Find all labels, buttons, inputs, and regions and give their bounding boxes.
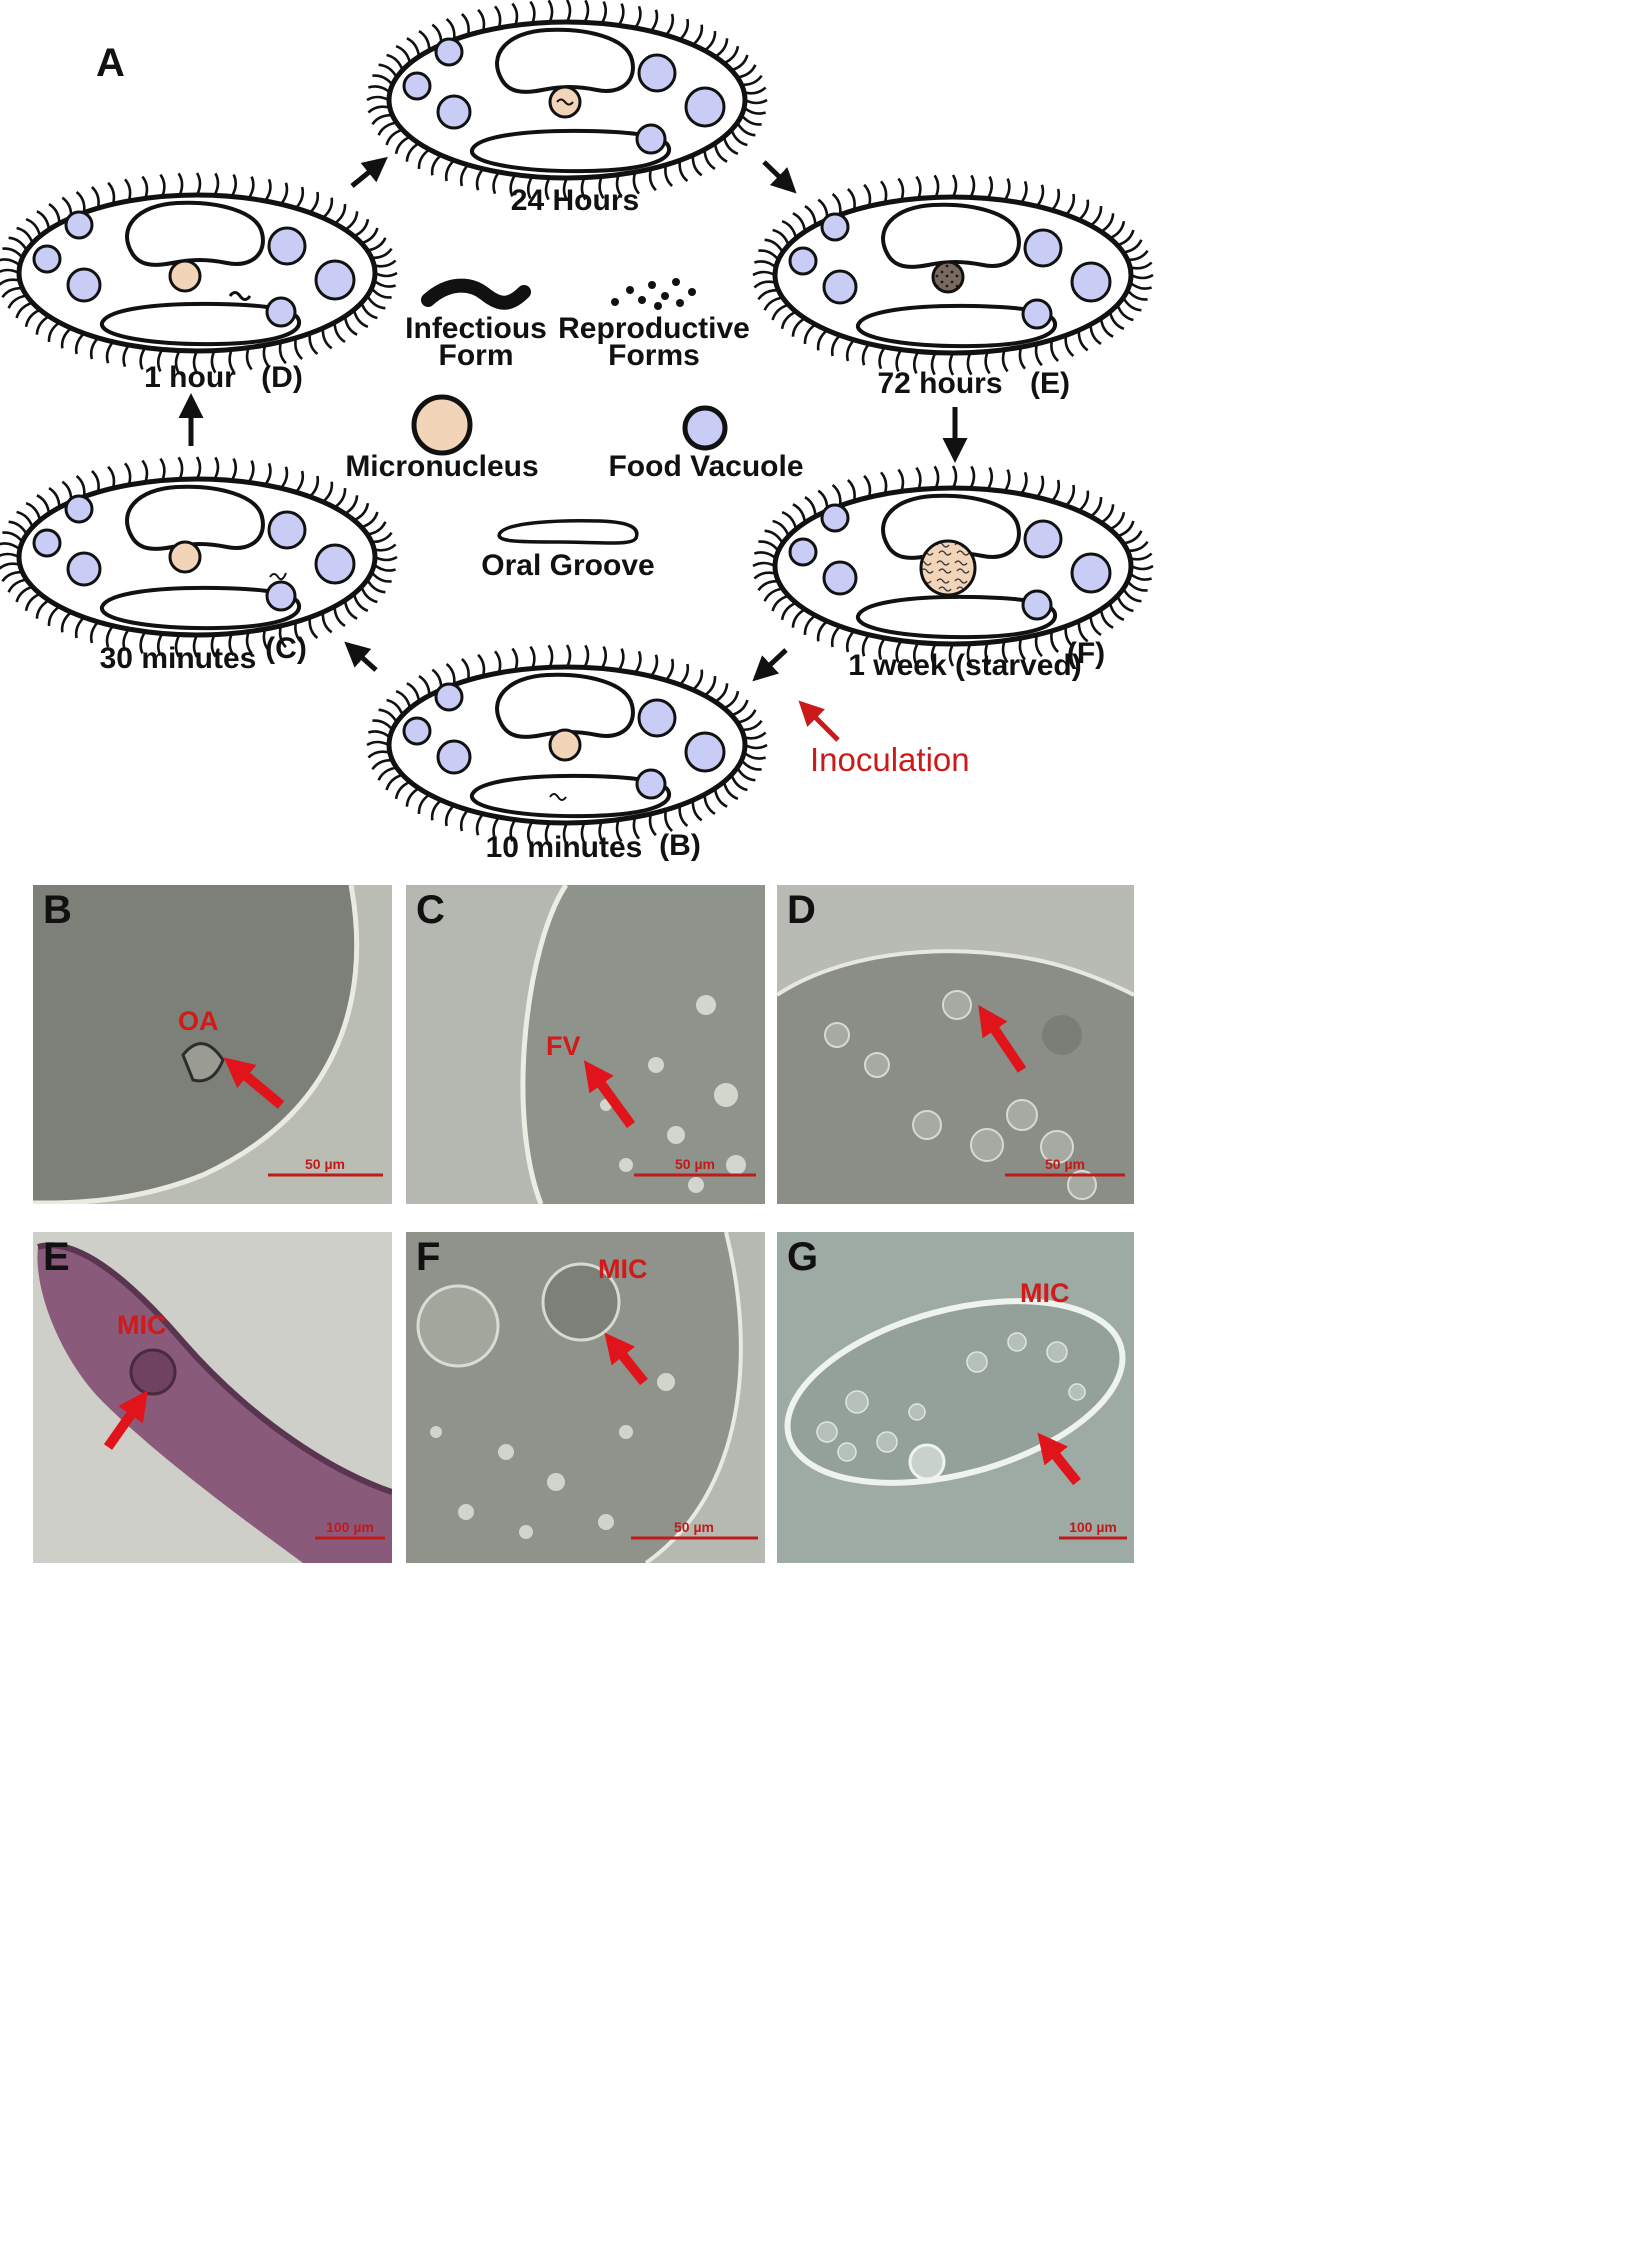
micrograph-c-annotation: FV [546, 1031, 581, 1061]
micronucleus-icon [168, 259, 202, 293]
food-vacuole-legend-icon [682, 405, 728, 451]
micrograph-g-annotation: MIC [1020, 1278, 1070, 1308]
stage-cell-24h: 24 Hours [366, 0, 768, 217]
micrograph-b-letter: B [43, 888, 72, 932]
life-cycle-diagram: A 24 Hours 1 hour (D) 72 hours (E) 30 mi… [0, 0, 1154, 864]
inoculation-arrow-icon [798, 700, 840, 742]
panel-a-label: A [96, 41, 125, 85]
legend-reproductive-line1: Reproductive [558, 312, 750, 345]
arrow-icon [350, 156, 388, 188]
arrow-icon [344, 641, 378, 672]
arrow-icon [762, 160, 797, 194]
stage-time-72h: 72 hours [877, 367, 1002, 400]
infectious-form-icon [421, 278, 531, 310]
micronucleus-icon [168, 540, 202, 574]
stage-time-1h: 1 hour [144, 361, 236, 394]
micrograph-d-scale: 50 µm [1045, 1156, 1085, 1172]
stage-time-24h: 24 Hours [511, 184, 639, 217]
legend-oral-groove: Oral Groove [481, 549, 654, 582]
micrograph-e-letter: E [43, 1235, 70, 1279]
micrograph-c: C FV 50 µm [406, 885, 765, 1204]
stage-cell-10m: 10 minutes (B) [366, 644, 768, 864]
micrograph-b-scale: 50 µm [305, 1156, 345, 1172]
cycle-arrows [178, 156, 968, 742]
legend-food-vacuole: Food Vacuole [608, 450, 803, 483]
micrograph-f-scale: 50 µm [674, 1519, 714, 1535]
micrograph-f-annotation: MIC [598, 1254, 648, 1284]
micrograph-e-scale: 100 µm [326, 1519, 374, 1535]
micronucleus-reproductive-icon [931, 260, 965, 294]
legend-micronucleus: Micronucleus [345, 450, 538, 483]
micrograph-f-letter: F [416, 1235, 440, 1279]
micronucleus-filled-icon [919, 539, 977, 597]
micrograph-e: E MIC 100 µm [33, 1232, 392, 1563]
infectious-form-icon [228, 291, 252, 301]
micronucleus-icon [548, 728, 582, 762]
micrograph-e-annotation: MIC [117, 1310, 167, 1340]
stage-cell-1h: 1 hour (D) [0, 172, 398, 394]
stage-time-10m: 10 minutes [486, 831, 643, 864]
stage-cell-30m: 30 minutes (C) [0, 456, 398, 675]
micrograph-g: G MIC 100 µm [777, 1232, 1134, 1563]
oral-groove-legend-icon [497, 519, 639, 545]
legend-infectious-line2: Form [439, 339, 514, 372]
stage-time-30m: 30 minutes [100, 642, 257, 675]
micrograph-g-letter: G [787, 1235, 818, 1279]
micrograph-b-annotation: OA [178, 1006, 219, 1036]
stage-tag-d: (D) [261, 361, 303, 394]
stage-cell-72h: 72 hours (E) [752, 174, 1154, 400]
micrograph-d-letter: D [787, 888, 816, 932]
stage-cell-1w: 1 week (starved) (F) [752, 465, 1154, 682]
micrograph-d: D 50 µm [777, 885, 1134, 1204]
micronucleus-legend-icon [411, 394, 473, 456]
stage-tag-f: (F) [1067, 637, 1105, 670]
legend-infectious-line1: Infectious [405, 312, 547, 345]
infectious-form-in-groove-icon [549, 793, 567, 801]
legend: Infectious Form Reproductive Forms Micro… [345, 278, 804, 582]
infectious-form-in-vacuole-icon [269, 572, 287, 581]
stage-tag-b: (B) [659, 829, 701, 862]
micrograph-f: F MIC 50 µm [406, 1232, 765, 1563]
micrograph-b: B OA 50 µm [33, 885, 392, 1204]
stage-tag-c: (C) [265, 632, 307, 665]
legend-reproductive-line2: Forms [608, 339, 700, 372]
arrow-icon [752, 648, 788, 682]
stage-tag-e: (E) [1030, 367, 1070, 400]
micrograph-c-letter: C [416, 888, 445, 932]
inoculation-label: Inoculation [810, 741, 970, 778]
reproductive-forms-icon [611, 278, 696, 310]
stage-time-1w: 1 week (starved) [848, 649, 1081, 682]
micrograph-g-scale: 100 µm [1069, 1519, 1117, 1535]
micrograph-c-scale: 50 µm [675, 1156, 715, 1172]
